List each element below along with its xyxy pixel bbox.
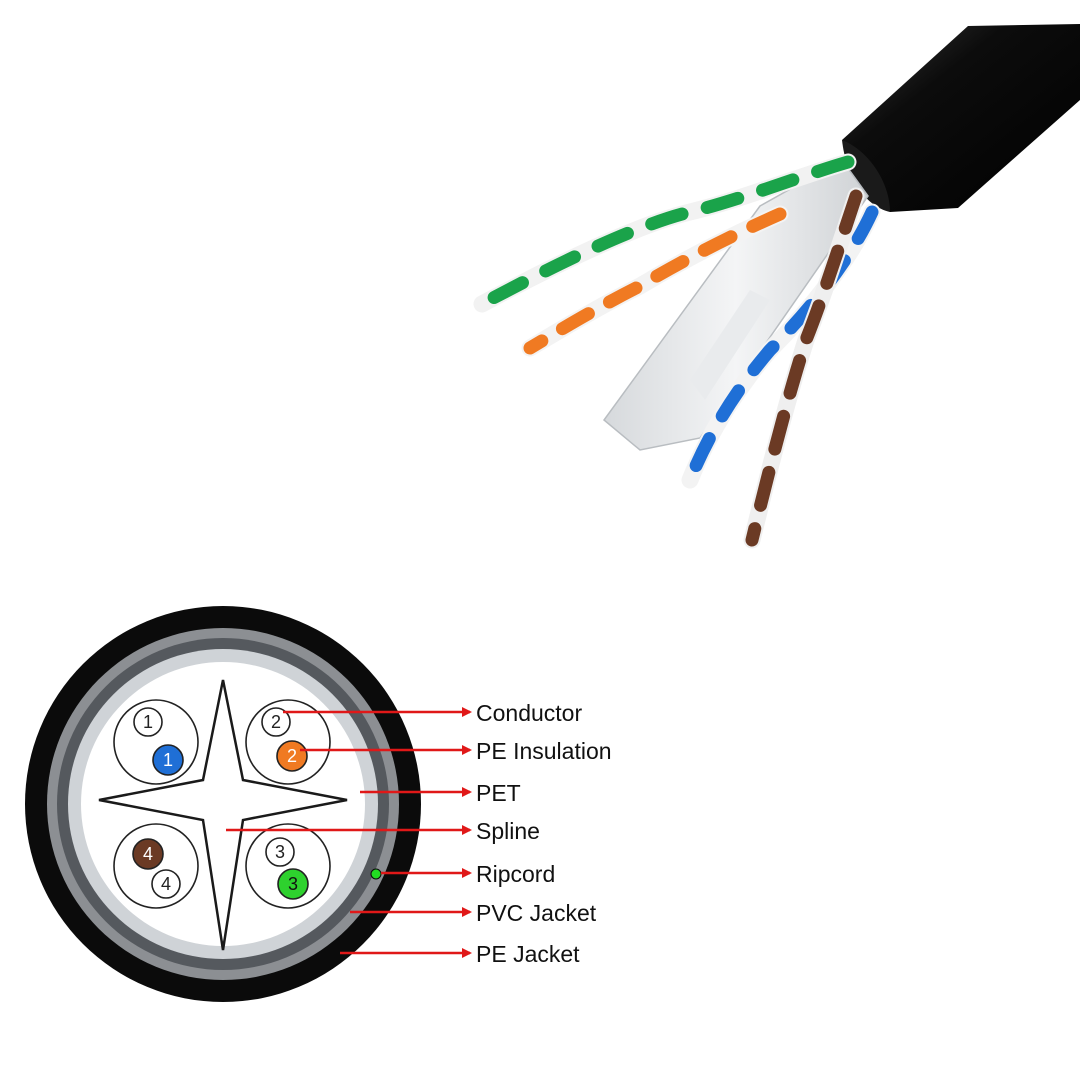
pair-1-outer-number: 1 xyxy=(143,712,153,732)
blue-pair xyxy=(681,203,881,489)
brown-pair xyxy=(743,187,865,549)
label-spline: Spline xyxy=(476,818,540,844)
pair-2: 2 2 xyxy=(245,699,331,785)
pair-4-inner-number: 4 xyxy=(143,844,153,864)
pair-4-outer-number: 4 xyxy=(161,874,171,894)
spline-fin xyxy=(690,290,770,400)
green-pair xyxy=(473,153,857,313)
label-pet: PET xyxy=(476,780,521,806)
pair-3-inner-number: 3 xyxy=(288,874,298,894)
pair-1: 1 1 xyxy=(113,699,199,785)
label-ripcord: Ripcord xyxy=(476,861,555,887)
pair-2-outer-number: 2 xyxy=(271,712,281,732)
label-pe-insulation: PE Insulation xyxy=(476,738,612,764)
label-pvc-jacket: PVC Jacket xyxy=(476,900,597,926)
label-conductor: Conductor xyxy=(476,700,582,726)
cable-jacket xyxy=(842,24,1080,212)
stripped-cable-photo xyxy=(473,24,1080,549)
label-pe-jacket: PE Jacket xyxy=(476,941,580,967)
pair-3-outer-number: 3 xyxy=(275,842,285,862)
callout-arrows xyxy=(226,707,472,958)
orange-pair xyxy=(521,205,789,357)
pair-2-inner-number: 2 xyxy=(287,746,297,766)
spline-star xyxy=(98,679,348,951)
component-labels: Conductor PE Insulation PET Spline Ripco… xyxy=(476,700,612,967)
ripcord-dot xyxy=(370,868,382,880)
pair-1-inner-number: 1 xyxy=(163,750,173,770)
pair-4: 4 4 xyxy=(113,823,199,909)
cable-cross-section: 1 1 2 2 3 3 4 4 xyxy=(25,606,421,1002)
spline-separator xyxy=(602,159,869,451)
pair-3: 3 3 xyxy=(245,823,331,909)
